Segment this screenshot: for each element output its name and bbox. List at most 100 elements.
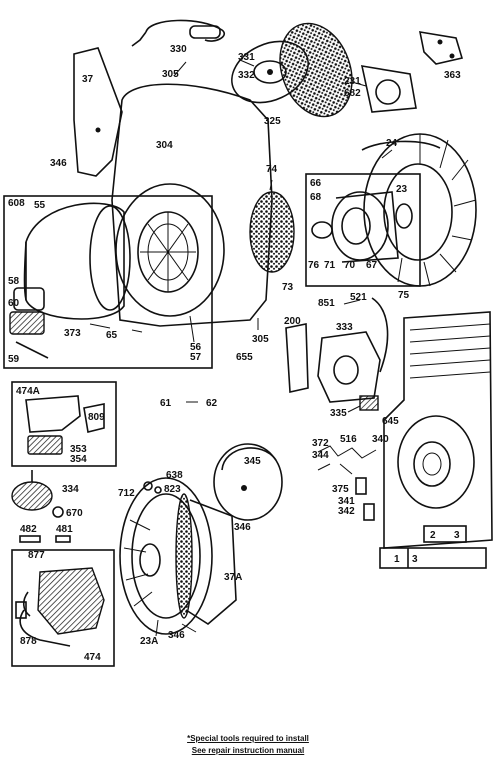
part-878-wire	[15, 601, 71, 647]
label-481: 481	[56, 524, 73, 535]
label-23: 23	[396, 184, 408, 195]
label-305-mid: 305	[252, 334, 269, 345]
part-712-nut	[143, 481, 153, 491]
part-345-cover	[213, 443, 283, 521]
part-516-governor-spring	[317, 445, 377, 521]
label-325: 325	[264, 116, 281, 127]
label-305: 305	[162, 69, 179, 80]
part-engine-block	[383, 311, 493, 549]
part-66-gear-assembly	[311, 191, 399, 263]
label-24: 24	[386, 138, 398, 149]
callout-box-608	[3, 195, 213, 369]
label-638: 638	[166, 470, 183, 481]
label-66: 66	[310, 178, 322, 189]
part-670-plug	[52, 506, 64, 518]
label-330: 330	[170, 44, 187, 55]
label-353: 353	[70, 444, 87, 455]
label-231: 231	[344, 76, 361, 87]
label-37A: 37A	[224, 572, 242, 583]
label-59: 59	[8, 354, 20, 365]
label-333: 333	[336, 322, 353, 333]
label-57: 57	[190, 352, 202, 363]
label-516: 516	[340, 434, 357, 445]
label-645: 645	[382, 416, 399, 427]
label-809: 809	[88, 412, 105, 423]
part-682-bearing-plate	[360, 65, 417, 113]
label-372: 372	[312, 438, 329, 449]
label-341: 341	[338, 496, 355, 507]
label-335: 335	[330, 408, 347, 419]
label-60: 60	[8, 298, 20, 309]
part-474A-components	[25, 395, 105, 455]
label-354: 354	[70, 454, 87, 465]
label-346-top: 346	[50, 158, 67, 169]
label-373: 373	[64, 328, 81, 339]
label-74: 74	[266, 164, 278, 175]
label-67: 67	[366, 260, 378, 271]
label-62: 62	[206, 398, 218, 409]
part-481-washer	[55, 535, 71, 543]
leader-lines	[89, 59, 393, 637]
label-56: 56	[190, 342, 202, 353]
part-330-clip	[131, 19, 225, 47]
part-877-armature	[22, 567, 105, 635]
callout-box-1-3	[379, 547, 487, 569]
label-37: 37	[82, 74, 94, 85]
label-71: 71	[324, 260, 336, 271]
callout-box-474A	[11, 381, 117, 467]
label-304: 304	[156, 140, 173, 151]
label-331: 331	[238, 52, 255, 63]
label-1: 1	[394, 554, 400, 565]
label-65: 65	[106, 330, 118, 341]
part-304-blower-housing	[111, 83, 295, 327]
label-58: 58	[8, 276, 20, 287]
footnote-see-repair: See repair instruction manual	[191, 746, 305, 755]
part-521-fuel-line	[371, 297, 389, 373]
label-878: 878	[20, 636, 37, 647]
label-55: 55	[34, 200, 46, 211]
label-340: 340	[372, 434, 389, 445]
callout-box-2a	[423, 525, 467, 543]
label-375: 375	[332, 484, 349, 495]
part-333-carburetor	[317, 331, 381, 411]
label-682: 682	[344, 88, 361, 99]
label-3-top: 3	[454, 530, 460, 541]
label-73: 73	[282, 282, 294, 293]
part-200-gasket	[285, 323, 309, 393]
label-346-mid: 346	[234, 522, 251, 533]
callout-box-474	[11, 549, 115, 667]
label-3: 3	[412, 554, 418, 565]
label-482: 482	[20, 524, 37, 535]
label-75: 75	[398, 290, 410, 301]
label-474A: 474A	[16, 386, 40, 397]
label-334: 334	[62, 484, 79, 495]
label-23A: 23A	[140, 636, 158, 647]
label-200: 200	[284, 316, 301, 327]
label-344: 344	[312, 450, 329, 461]
part-flywheel-fins	[363, 133, 477, 287]
part-23A-flywheel	[119, 477, 213, 635]
label-521: 521	[350, 292, 367, 303]
part-823-key	[154, 486, 162, 494]
label-655: 655	[236, 352, 253, 363]
label-345: 345	[244, 456, 261, 467]
part-37A-shield	[185, 499, 237, 625]
label-670: 670	[66, 508, 83, 519]
part-37-baffle	[73, 47, 123, 177]
label-474: 474	[84, 652, 101, 663]
label-332: 332	[238, 70, 255, 81]
part-24-shroud	[361, 140, 441, 151]
label-363: 363	[444, 70, 461, 81]
label-823: 823	[164, 484, 181, 495]
label-851: 851	[318, 298, 335, 309]
label-608: 608	[8, 198, 25, 209]
part-rotating-screen	[279, 22, 353, 118]
label-68: 68	[310, 192, 322, 203]
label-342: 342	[338, 506, 355, 517]
label-346-bottom: 346	[168, 630, 185, 641]
label-712: 712	[118, 488, 135, 499]
label-70: 70	[344, 260, 356, 271]
callout-box-66	[305, 173, 421, 287]
footnote-special-tools: *Special tools required to install	[187, 734, 309, 743]
